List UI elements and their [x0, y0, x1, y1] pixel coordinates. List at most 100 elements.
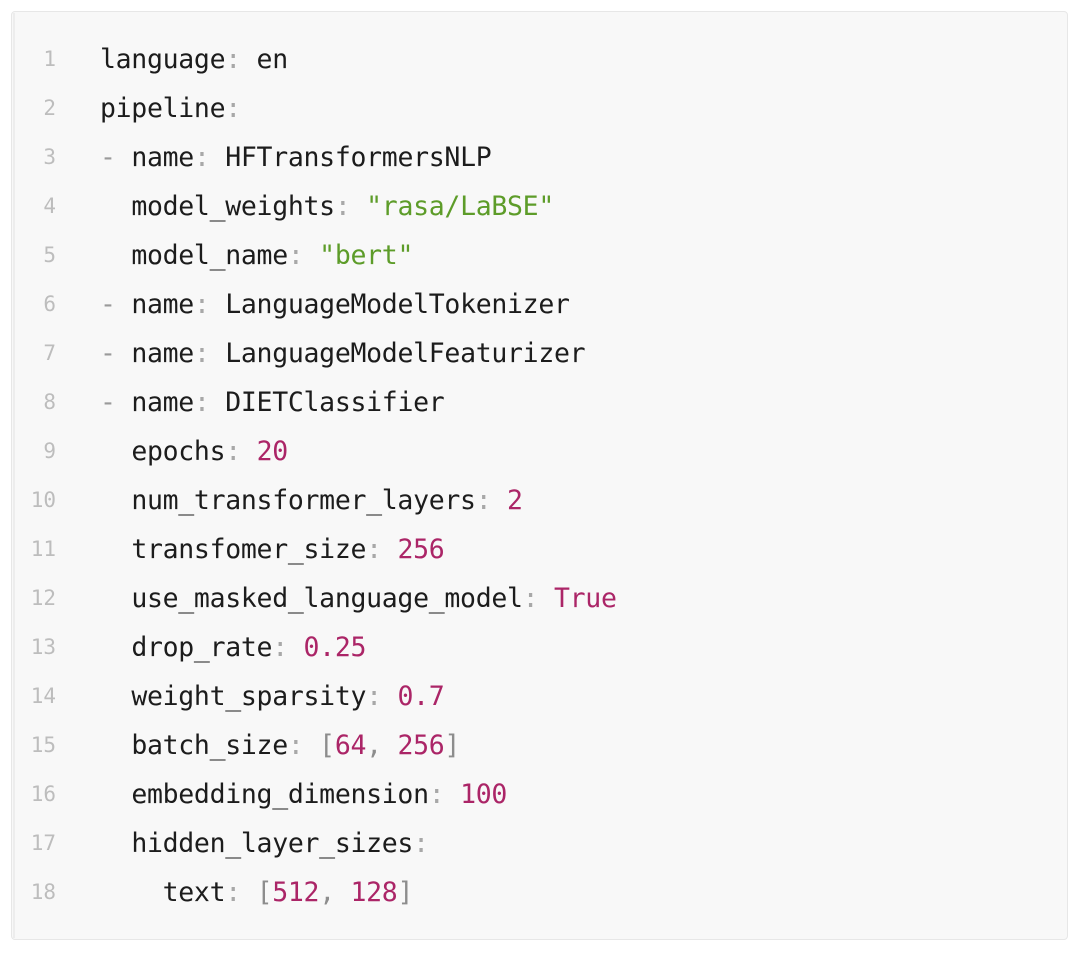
token-plain [382, 681, 398, 712]
code-line: 9 epochs: 20 [12, 427, 1067, 476]
code-line-text: batch_size: [64, 256] [100, 721, 460, 770]
code-line-text: transfomer_size: 256 [100, 525, 444, 574]
code-line-text: embedding_dimension: 100 [100, 770, 507, 819]
line-number: 9 [43, 439, 56, 463]
token-plain [304, 730, 320, 761]
token-plain: LanguageModelFeaturizer [209, 338, 586, 369]
token-plain: DIETClassifier [209, 387, 445, 418]
token-bracket: [ [319, 730, 335, 761]
token-plain [100, 436, 131, 467]
token-plain [116, 387, 132, 418]
code-line: 18 text: [512, 128] [12, 868, 1067, 917]
line-number: 11 [30, 537, 56, 561]
token-punct: : [522, 583, 539, 614]
token-key: model_name [131, 240, 288, 271]
line-number: 14 [30, 684, 56, 708]
token-key: model_weights [131, 191, 335, 222]
token-punct: : [193, 338, 210, 369]
code-line: 11 transfomer_size: 256 [12, 525, 1067, 574]
line-number: 5 [43, 243, 56, 267]
code-line: 8- name: DIETClassifier [12, 378, 1067, 427]
token-key: embedding_dimension [131, 779, 429, 810]
code-line: 15 batch_size: [64, 256] [12, 721, 1067, 770]
token-plain [100, 632, 131, 663]
line-number: 4 [43, 194, 56, 218]
token-plain [444, 779, 460, 810]
code-line: 12 use_masked_language_model: True [12, 574, 1067, 623]
token-punct: : [225, 436, 241, 467]
token-punct: : [193, 142, 210, 173]
token-number: 64 [334, 730, 367, 761]
code-line: 16 embedding_dimension: 100 [12, 770, 1067, 819]
code-line-text: use_masked_language_model: True [100, 574, 617, 623]
token-key: name [131, 142, 194, 173]
token-plain: LanguageModelTokenizer [209, 289, 570, 320]
token-number: 2 [507, 485, 523, 516]
gutter-divider [13, 13, 15, 938]
token-punct: : [366, 534, 382, 565]
code-line: 13 drop_rate: 0.25 [12, 623, 1067, 672]
token-key: language [100, 44, 226, 75]
token-bracket: [ [256, 877, 273, 908]
token-key: batch_size [131, 730, 288, 761]
token-plain [116, 338, 132, 369]
token-punct: : [225, 93, 241, 124]
code-line: 10 num_transformer_layers: 2 [12, 476, 1067, 525]
token-plain [350, 191, 366, 222]
code-line-text: - name: HFTransformersNLP [100, 133, 492, 182]
token-key: hidden_layer_sizes [131, 828, 414, 859]
token-key: pipeline [100, 93, 226, 124]
token-key: transfomer_size [131, 534, 367, 565]
line-number: 3 [43, 145, 56, 169]
code-line-text: weight_sparsity: 0.7 [100, 672, 444, 721]
line-number: 7 [43, 341, 56, 365]
token-plain [241, 436, 257, 467]
line-number: 1 [43, 47, 56, 71]
token-plain [100, 583, 131, 614]
token-punct: : [225, 44, 241, 75]
code-line-text: language: en [100, 35, 288, 84]
line-number: 18 [30, 880, 56, 904]
token-key: num_transformer_layers [131, 485, 476, 516]
line-number: 13 [30, 635, 56, 659]
code-line-text: drop_rate: 0.25 [100, 623, 366, 672]
token-dash: - [100, 338, 116, 369]
code-line: 1 language: en [12, 35, 1067, 84]
token-key: weight_sparsity [131, 681, 367, 712]
token-bracket: ] [444, 730, 461, 761]
code-line-text: - name: LanguageModelFeaturizer [100, 329, 586, 378]
token-dash: - [100, 289, 116, 320]
token-string: "rasa/LaBSE" [366, 191, 554, 222]
line-number: 10 [30, 488, 56, 512]
line-number: 16 [30, 782, 56, 806]
token-punct: : [287, 730, 304, 761]
token-key: text [162, 877, 226, 908]
token-number: 100 [460, 779, 508, 810]
token-plain [100, 534, 131, 565]
line-number: 12 [30, 586, 56, 610]
token-plain [491, 485, 507, 516]
token-key: use_masked_language_model [131, 583, 523, 614]
token-plain [100, 191, 131, 222]
token-plain [116, 289, 132, 320]
token-key: name [131, 387, 194, 418]
code-line: 7 - name: LanguageModelFeaturizer [12, 329, 1067, 378]
token-plain [100, 730, 131, 761]
token-number: 20 [256, 436, 289, 467]
token-punct: : [193, 289, 210, 320]
token-key: drop_rate [131, 632, 273, 663]
code-line-text: - name: DIETClassifier [100, 378, 445, 427]
code-line: 6- name: LanguageModelTokenizer [12, 280, 1067, 329]
token-number: 0.7 [397, 681, 445, 712]
code-line-text: text: [512, 128] [100, 868, 414, 917]
token-plain: en [240, 44, 289, 75]
token-number: 512 [272, 877, 320, 908]
token-plain [100, 779, 131, 810]
token-bracket: ] [397, 877, 414, 908]
token-punct: : [475, 485, 492, 516]
token-plain: HFTransformersNLP [209, 142, 492, 173]
token-number: 0.25 [303, 632, 367, 663]
